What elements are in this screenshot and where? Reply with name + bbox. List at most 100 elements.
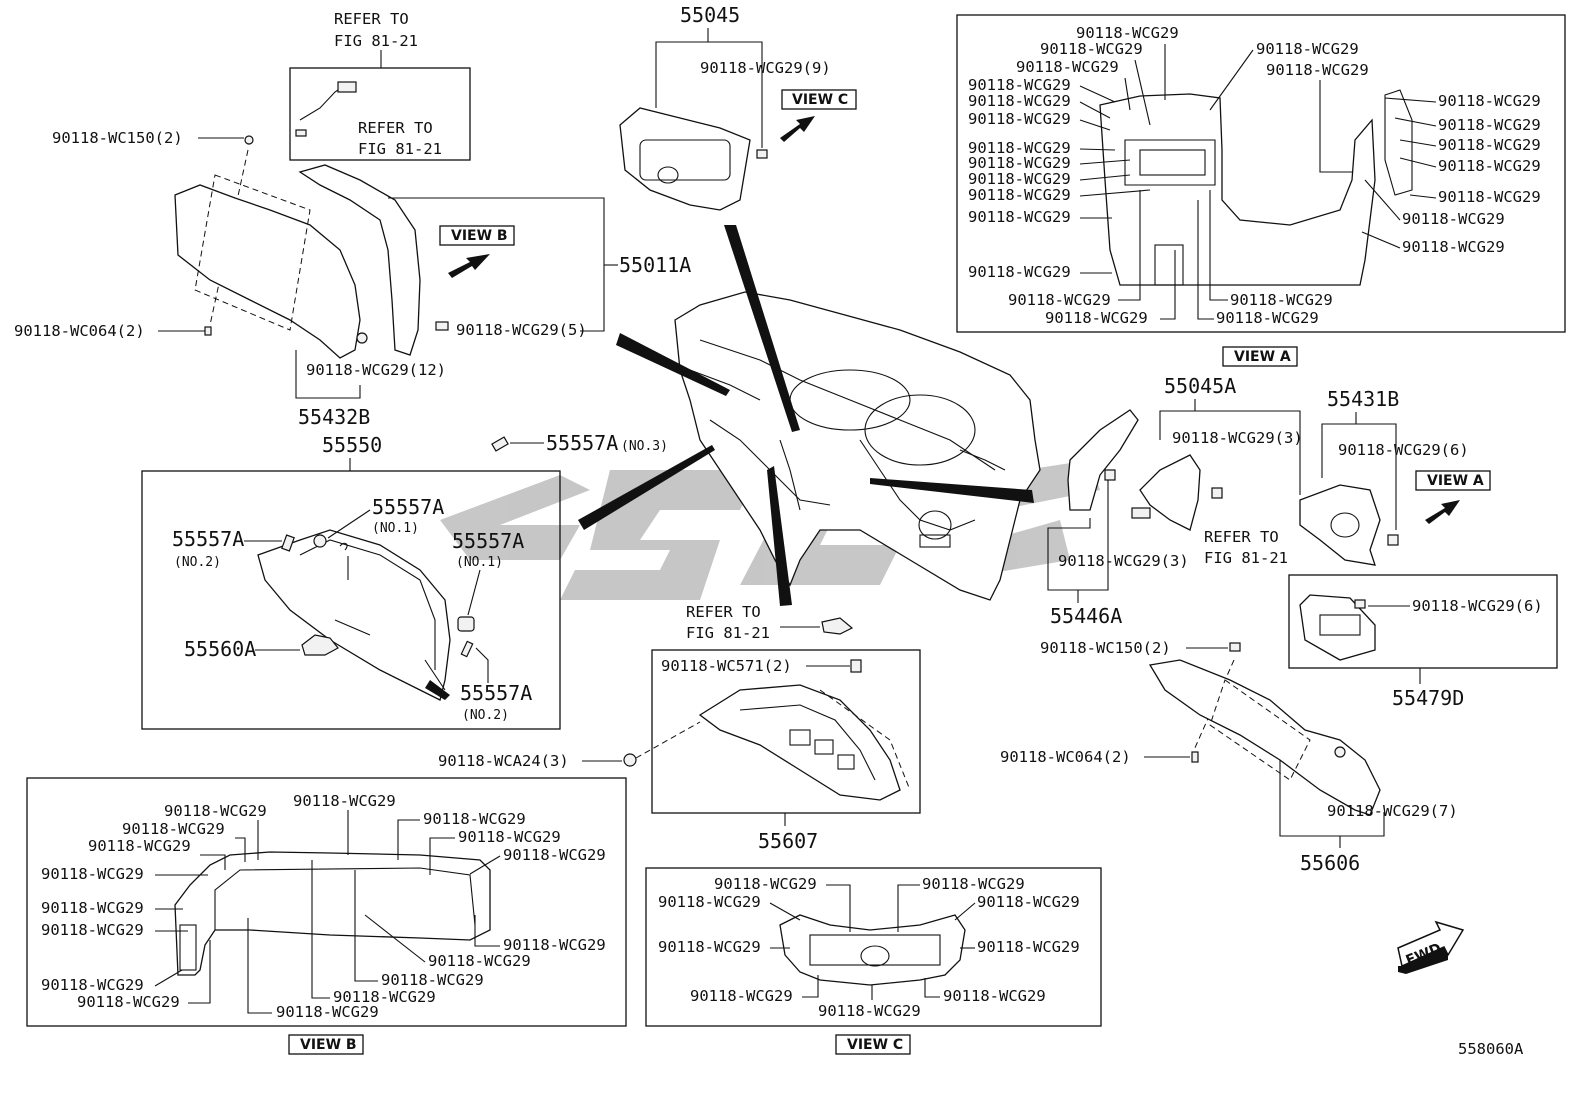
clip-label: 90118-WCG29 [968, 263, 1071, 281]
clip-wcg29-5-label: 90118-WCG29(5) [456, 321, 587, 339]
clip-label: 90118-WCG29 [293, 792, 396, 810]
part-no2-label: (NO.2) [462, 708, 509, 723]
clip-label: 90118-WCG29 [1266, 61, 1369, 79]
refer-fig-label: FIG 81-21 [358, 140, 442, 158]
clip-label: 90118-WCG29 [1045, 309, 1148, 327]
view-c-panel: 90118-WCG29 90118-WCG29 90118-WCG29 9011… [645, 867, 1102, 1027]
refer-to-label: REFER TO [334, 10, 409, 28]
fwd-arrow-icon: FWD [1397, 920, 1465, 974]
part-55560A-label: 55560A [184, 637, 256, 661]
instrument-panel-illustration [674, 291, 1041, 601]
clip-label: 90118-WCG29 [658, 893, 761, 911]
clip-wc571-label: 90118-WC571(2) [661, 657, 792, 675]
clip-label: 90118-WCG29 [333, 988, 436, 1006]
view-a-caption-text: VIEW A [1234, 349, 1291, 365]
clip-wcg29-9-label: 90118-WCG29(9) [700, 59, 831, 77]
view-c-caption: VIEW C [835, 1034, 911, 1055]
clip-label: 90118-WCG29 [1402, 238, 1505, 256]
view-b-caption: VIEW B [288, 1034, 364, 1055]
refer-to-label: REFER TO [686, 603, 761, 621]
part-55557A-label: 55557A [460, 681, 532, 705]
view-b-caption-text: VIEW B [300, 1037, 357, 1053]
part-55432B-label: 55432B [298, 405, 370, 429]
clip-label: 90118-WCG29 [922, 875, 1025, 893]
group-55550: 55550 55557A (NO.1) 55557A (NO.2) 55557A… [141, 433, 561, 730]
diagram-id: 558060A [1458, 1040, 1524, 1058]
clip-wcg29-12-label: 90118-WCG29(12) [306, 361, 446, 379]
clip-label: 90118-WCG29 [77, 993, 180, 1011]
view-a-caption: VIEW A [1222, 346, 1298, 367]
clip-wc150-label: 90118-WC150(2) [1040, 639, 1171, 657]
clip-label: 90118-WCG29 [943, 987, 1046, 1005]
clip-label: 90118-WCG29 [164, 802, 267, 820]
view-c-caption-text: VIEW C [847, 1037, 903, 1053]
clip-label: 90118-WCG29 [968, 154, 1071, 172]
clip-wcg29-3-label: 90118-WCG29(3) [1172, 429, 1303, 447]
clip-label: 90118-WCG29 [690, 987, 793, 1005]
clip-wcg29-3-label: 90118-WCG29(3) [1058, 552, 1189, 570]
clip-label: 90118-WCG29 [1076, 24, 1179, 42]
clip-label: 90118-WCG29 [968, 139, 1071, 157]
clip-label: 90118-WCG29 [1256, 40, 1359, 58]
clip-wca24-label: 90118-WCA24(3) [438, 752, 569, 770]
clip-label: 90118-WCG29 [41, 899, 144, 917]
refer-to-label: REFER TO [1204, 528, 1279, 546]
clip-label: 90118-WCG29 [458, 828, 561, 846]
clip-label: 90118-WCG29 [503, 936, 606, 954]
clip-label: 90118-WCG29 [503, 846, 606, 864]
clip-label: 90118-WCG29 [1438, 92, 1541, 110]
part-no1-label: (NO.1) [456, 555, 503, 570]
group-55557A-no3: 55557A (NO.3) [491, 431, 668, 455]
group-55432B: REFER TO FIG 81-21 REFER TO FIG 81-21 90… [14, 10, 691, 429]
clip-label: 90118-WCG29 [41, 921, 144, 939]
clip-label: 90118-WCG29 [41, 865, 144, 883]
clip-label: 90118-WCG29 [276, 1003, 379, 1021]
clip-label: 90118-WCG29 [88, 837, 191, 855]
clip-label: 90118-WCG29 [977, 893, 1080, 911]
clip-wc064-label: 90118-WC064(2) [14, 322, 145, 340]
refer-fig-label: FIG 81-21 [686, 624, 770, 642]
group-55431B: 55431B 90118-WCG29(6) VIEW A [1299, 387, 1491, 566]
view-a-panel: 90118-WCG29 90118-WCG29 90118-WCG29 9011… [956, 14, 1566, 333]
clip-label: 90118-WCG29 [423, 810, 526, 828]
clip-label: 90118-WCG29 [968, 76, 1071, 94]
clip-label: 90118-WCG29 [1040, 40, 1143, 58]
clip-label: 90118-WCG29 [1402, 210, 1505, 228]
clip-label: 90118-WCG29 [122, 820, 225, 838]
clip-label: 90118-WCG29 [1438, 188, 1541, 206]
leader-wedges [578, 225, 1034, 606]
part-55607-label: 55607 [758, 829, 818, 853]
clip-wc150-label: 90118-WC150(2) [52, 129, 183, 147]
clip-label: 90118-WCG29 [1016, 58, 1119, 76]
refer-fig-label: FIG 81-21 [1204, 549, 1288, 567]
group-55045: 55045 90118-WCG29(9) VIEW C [619, 3, 857, 211]
part-55446A-label: 55446A [1050, 604, 1122, 628]
part-55557A-label: 55557A [546, 431, 618, 455]
group-55607: REFER TO FIG 81-21 90118-WC571(2) 90118-… [438, 603, 921, 853]
clip-label: 90118-WCG29 [1438, 136, 1541, 154]
part-no3-label: (NO.3) [621, 439, 668, 454]
clip-label: 90118-WCG29 [714, 875, 817, 893]
clip-label: 90118-WCG29 [968, 110, 1071, 128]
clip-label: 90118-WCG29 [428, 952, 531, 970]
group-55446A: 90118-WCG29(3) 55446A [1047, 409, 1189, 628]
clip-label: 90118-WCG29 [658, 938, 761, 956]
clip-wcg29-7-label: 90118-WCG29(7) [1327, 802, 1458, 820]
clip-wc064-label: 90118-WC064(2) [1000, 748, 1131, 766]
clip-label: 90118-WCG29 [968, 92, 1071, 110]
part-55557A-label: 55557A [452, 529, 524, 553]
part-55557A-label: 55557A [372, 495, 444, 519]
part-55011A-label: 55011A [619, 253, 691, 277]
part-55550-label: 55550 [322, 433, 382, 457]
clip-label: 90118-WCG29 [977, 938, 1080, 956]
part-55606-label: 55606 [1300, 851, 1360, 875]
clip-label: 90118-WCG29 [41, 976, 144, 994]
part-no1-label: (NO.1) [372, 521, 419, 536]
refer-fig-box [289, 67, 471, 161]
clip-label: 90118-WCG29 [968, 186, 1071, 204]
clip-label: 90118-WCG29 [1216, 309, 1319, 327]
clip-wcg29-6-label: 90118-WCG29(6) [1338, 441, 1469, 459]
part-55045A-label: 55045A [1164, 374, 1236, 398]
group-55606: 90118-WC150(2) 90118-WC064(2) 90118-WCG2… [1000, 639, 1458, 875]
